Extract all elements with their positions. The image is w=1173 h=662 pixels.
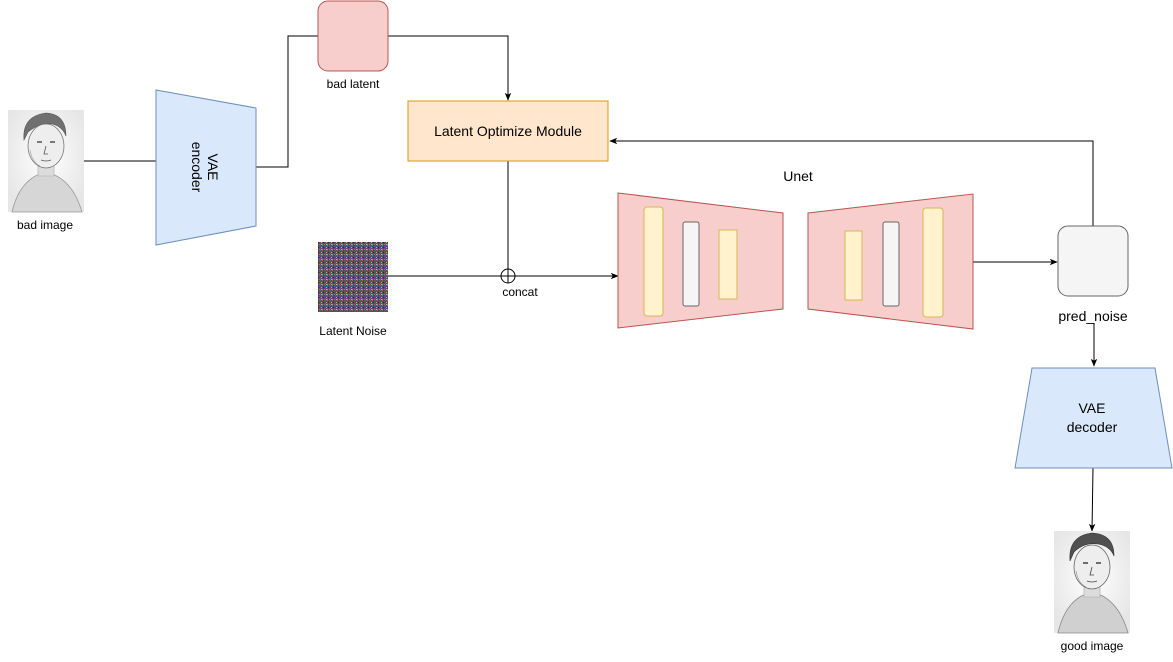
svg-text:encoder: encoder	[189, 142, 205, 193]
svg-text:VAE: VAE	[205, 154, 221, 181]
bad-latent-node[interactable]	[317, 0, 389, 72]
unet-encoder-block-1	[643, 206, 664, 317]
vae-encoder[interactable]	[155, 89, 257, 246]
edge-decoder-to-image	[1088, 467, 1096, 532]
good-image-label: good image	[1061, 639, 1124, 653]
unet-encoder-half[interactable]	[617, 192, 784, 329]
bad-image-label: bad image	[17, 218, 73, 232]
latent-optimize-module[interactable]	[407, 100, 609, 162]
unet-decoder-block-1	[844, 230, 863, 301]
unet-encoder-block-2	[682, 221, 700, 307]
latent-noise-label: Latent Noise	[319, 324, 387, 338]
edge-encoder-to-module	[256, 35, 512, 168]
edge-prednoise-feedback	[609, 137, 1094, 226]
pred-noise-node[interactable]	[1057, 225, 1129, 297]
concat-label: concat	[502, 285, 538, 299]
unet-decoder-block-3	[922, 207, 944, 318]
unet-label: Unet	[783, 168, 813, 184]
unet-encoder-block-3	[718, 229, 738, 300]
vae-decoder[interactable]	[1014, 367, 1173, 469]
latent-optimize-module-label: Latent Optimize Module	[434, 123, 582, 139]
pred-noise-label: pred_noise	[1058, 308, 1127, 324]
connectors	[84, 35, 1098, 532]
unet-decoder-half[interactable]	[807, 193, 974, 330]
bad-image-portrait-icon	[8, 110, 84, 213]
vae-decoder-label-line2: decoder	[1067, 419, 1118, 435]
vae-encoder-label: VAE encoder	[189, 142, 221, 193]
bad-latent-label: bad latent	[327, 77, 380, 91]
latent-noise-texture-icon	[318, 242, 388, 312]
good-image-portrait-icon	[1054, 531, 1130, 634]
concat-symbol	[500, 268, 516, 284]
vae-decoder-label-line1: VAE	[1079, 400, 1106, 416]
unet-decoder-block-2	[882, 221, 900, 307]
